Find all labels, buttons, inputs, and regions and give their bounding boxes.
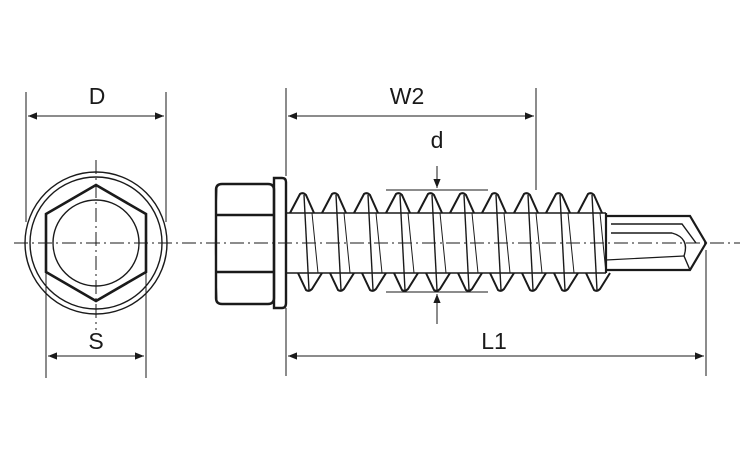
thread-crest-top bbox=[417, 192, 443, 214]
thread-helix-root bbox=[567, 212, 575, 274]
thread-helix-front bbox=[431, 194, 438, 291]
thread-helix-front bbox=[367, 194, 374, 291]
thread-crest-bottom bbox=[361, 272, 387, 292]
thread-crest-bottom bbox=[425, 272, 451, 292]
center-lines bbox=[14, 160, 740, 330]
dimension-D: D bbox=[25, 83, 167, 222]
thread-helix-root bbox=[407, 212, 415, 274]
thread-crest-top bbox=[545, 192, 571, 214]
label-d: d bbox=[431, 127, 444, 153]
thread-helix-root bbox=[343, 212, 351, 274]
thread-crest-bottom bbox=[457, 272, 483, 292]
thread-helix-root bbox=[503, 212, 511, 274]
washer-outer-circle bbox=[24, 171, 168, 315]
thread-helix-front bbox=[495, 194, 502, 291]
thread-helix-front bbox=[335, 194, 342, 291]
thread-helix-front bbox=[303, 194, 310, 291]
thread-crests bbox=[289, 192, 611, 292]
flange-side bbox=[272, 176, 288, 310]
thread-helix-root bbox=[311, 212, 319, 274]
screw-side-view bbox=[214, 176, 708, 310]
thread-crest-top bbox=[481, 192, 507, 214]
dimension-W2: W2 bbox=[285, 83, 537, 190]
label-L1: L1 bbox=[481, 328, 507, 354]
dimension-L1: L1 bbox=[285, 250, 707, 376]
thread-helix-root bbox=[439, 212, 447, 274]
thread-crest-bottom bbox=[521, 272, 547, 292]
hex-head-side bbox=[214, 182, 276, 306]
thread-crest-bottom bbox=[329, 272, 355, 292]
thread-crest-top bbox=[321, 192, 347, 214]
thread-crest-top bbox=[385, 192, 411, 214]
dimension-S: S bbox=[45, 272, 147, 378]
dimension-d: d bbox=[386, 127, 488, 324]
thread-crest-top bbox=[577, 192, 603, 214]
thread-helix-root bbox=[375, 212, 383, 274]
thread-helix-front bbox=[559, 194, 566, 291]
hex-chamfer-circle bbox=[52, 199, 140, 287]
thread-helix-front bbox=[399, 194, 406, 291]
thread-helix-front bbox=[527, 194, 534, 291]
threaded-shank bbox=[286, 192, 611, 292]
thread-crest-bottom bbox=[553, 272, 579, 292]
thread-helix-front bbox=[591, 194, 598, 291]
hexagon-outline bbox=[44, 183, 148, 303]
head-end-view bbox=[24, 171, 168, 315]
label-D: D bbox=[89, 83, 106, 109]
label-S: S bbox=[88, 328, 103, 354]
thread-crest-top bbox=[353, 192, 379, 214]
thread-helix-root bbox=[535, 212, 543, 274]
thread-crest-bottom bbox=[393, 272, 419, 292]
thread-crest-top bbox=[449, 192, 475, 214]
drill-point bbox=[604, 213, 708, 273]
thread-crest-bottom bbox=[489, 272, 515, 292]
thread-crest-bottom bbox=[585, 272, 611, 292]
thread-crest-bottom bbox=[297, 272, 323, 292]
washer-inner-circle bbox=[29, 176, 163, 310]
thread-crest-top bbox=[513, 192, 539, 214]
thread-helix-front bbox=[463, 194, 470, 291]
label-W2: W2 bbox=[390, 83, 425, 109]
thread-helix-root bbox=[471, 212, 479, 274]
thread-crest-top bbox=[289, 192, 315, 214]
